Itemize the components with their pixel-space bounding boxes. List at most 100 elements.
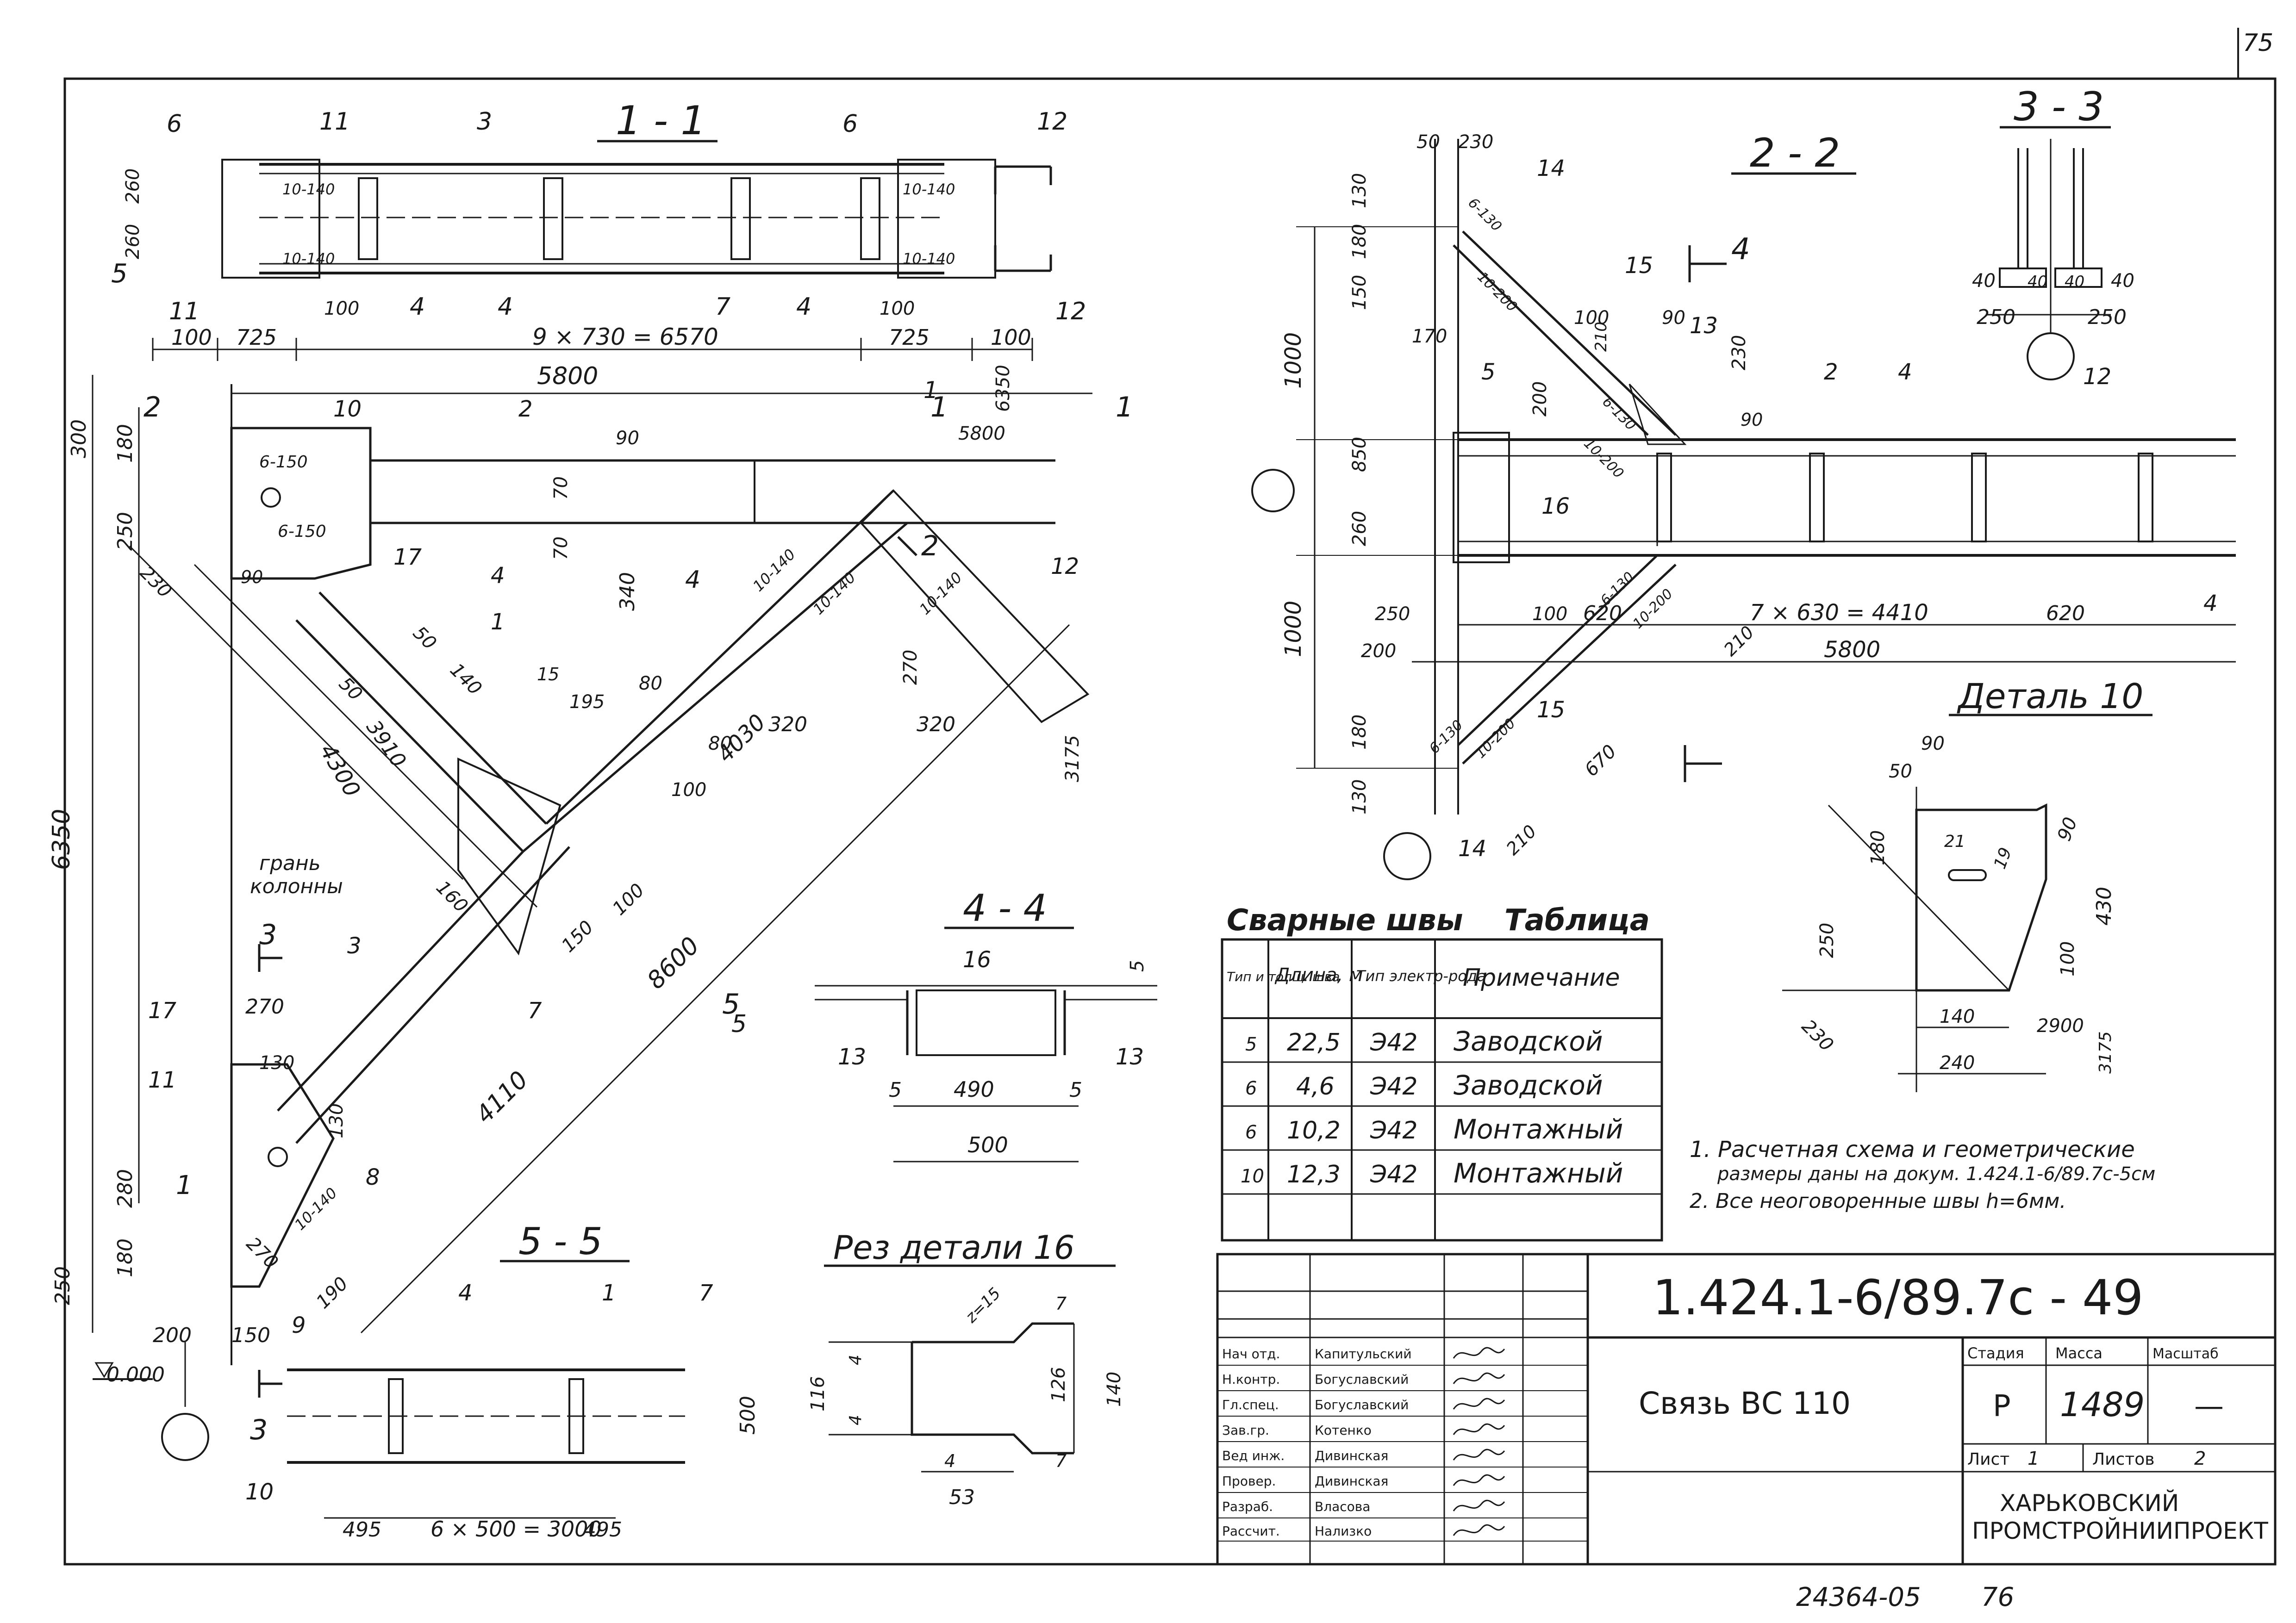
dimension: 180 [113, 424, 137, 463]
weld-type: 6 [1245, 1122, 1257, 1143]
part-mark: 13 [1116, 1044, 1144, 1070]
dimension: 4 [944, 1451, 955, 1471]
cut-detail-16-title: Рез детали 16 [833, 1229, 1074, 1267]
weld-label: 6-150 [278, 522, 326, 541]
dimension: 195 [569, 691, 605, 713]
note-line: 2. Все неоговоренные швы h=6мм. [1690, 1189, 2066, 1213]
dimension: 200 [153, 1324, 192, 1347]
weld-type: 5 [1245, 1034, 1257, 1055]
dimension: 5800 [537, 362, 598, 390]
dimension: 2900 [2037, 1015, 2084, 1037]
staff-role: Н.контр. [1222, 1372, 1280, 1387]
dimension: 500 [736, 1396, 760, 1435]
weld-electrode: Э42 [1370, 1029, 1417, 1057]
dimension: 340 [616, 572, 639, 611]
staff-role: Разраб. [1222, 1499, 1273, 1514]
staff-name: Богуславский [1315, 1397, 1409, 1412]
staff-name: Богуславский [1315, 1372, 1409, 1387]
dimension: 150 [231, 1324, 270, 1347]
dimension: 9 × 730 = 6570 [532, 323, 718, 350]
dimension: 5 [1069, 1078, 1082, 1102]
dimension: 250 [2088, 305, 2127, 329]
dimension: 7 [1055, 1293, 1067, 1314]
section-mark: 2 [144, 391, 161, 423]
staff-role: Зав.гр. [1222, 1423, 1269, 1438]
scale-label: Масштаб [2152, 1346, 2219, 1362]
dimension: 180 [113, 1238, 137, 1277]
dimension: 250 [51, 1266, 75, 1305]
note-line: размеры даны на докум. 1.424.1-6/89.7с-5… [1717, 1163, 2155, 1185]
weld-label: 10-140 [903, 180, 955, 198]
staff-name: Дивинская [1315, 1448, 1388, 1463]
table-header: Тип и толщ. шва [1227, 969, 1340, 984]
dimension: 250 [113, 512, 137, 551]
part-mark: 6 [167, 110, 182, 138]
organization-line: ПРОМСТРОЙНИИПРОЕКТ [1972, 1517, 2268, 1544]
weld-note: Заводской [1454, 1026, 1603, 1057]
page-number: 75 [2243, 29, 2273, 57]
dimension: 1000 [1280, 601, 1306, 657]
section-mark: 1 [1116, 391, 1133, 423]
dimension: 495 [583, 1518, 622, 1542]
dimension: 40 [2028, 273, 2047, 291]
part-mark: 4 [410, 293, 425, 321]
part-mark: 16 [963, 947, 991, 973]
section-5-5: 5 - 5 [287, 1220, 685, 1519]
dimension: 150 [1349, 275, 1370, 310]
weld-electrode: Э42 [1370, 1161, 1417, 1188]
part-mark: 4 [796, 293, 811, 321]
weld-note: Монтажный [1454, 1157, 1623, 1189]
dimension: 270 [900, 650, 921, 685]
dimension: 80 [639, 673, 662, 694]
part-mark: 5 [1481, 359, 1496, 385]
dimension: 240 [1940, 1052, 1975, 1074]
dimension: 320 [768, 713, 807, 736]
section-3-3-labels: 40 40 40 40 250 250 [1972, 270, 2134, 329]
column-face-note: грань [259, 852, 321, 875]
dimension: 180 [1867, 830, 1889, 865]
part-mark: 11 [319, 108, 350, 136]
weld-length: 22,5 [1287, 1029, 1341, 1057]
signature-marks [1453, 1347, 1505, 1536]
table-header: Длина, м [1274, 964, 1363, 986]
dimension: 80 [708, 733, 732, 754]
part-mark: 11 [148, 1067, 176, 1093]
part-mark: 13 [1690, 313, 1718, 339]
stage-label: Стадия [1967, 1344, 2024, 1362]
dimension: 250 [1816, 923, 1838, 958]
part-mark: 7 [528, 998, 542, 1024]
dimension: 4 [846, 1415, 865, 1425]
document-code: 1.424.1-6/89.7с - 49 [1653, 1269, 2143, 1326]
part-mark: 4 [458, 1280, 473, 1306]
dimension: 3175 [1062, 735, 1083, 782]
part-mark: 16 [1541, 493, 1570, 519]
part-mark: 10 [245, 1479, 274, 1505]
part-mark: 12 [2083, 364, 2111, 390]
dimension: 725 [236, 325, 277, 350]
stage-value: Р [1993, 1389, 2011, 1424]
title-block: 1.424.1-6/89.7с - 49 Связь ВС 110 Стадия… [1216, 1253, 2277, 1566]
weld-label: 10-140 [282, 250, 335, 267]
part-mark: 6 [842, 110, 858, 138]
dimension: 140 [1940, 1006, 1975, 1027]
section-5-5-title: 5 - 5 [518, 1220, 603, 1263]
section-mark: 3 [259, 919, 277, 951]
dimension: 116 [807, 1376, 829, 1412]
dimension: 620 [2046, 602, 2085, 625]
part-mark: 9 [292, 1312, 306, 1338]
dimension: 130 [326, 1103, 347, 1138]
part-mark: 17 [393, 544, 422, 570]
dimension: 90 [1662, 307, 1685, 329]
part-mark: 14 [1458, 836, 1486, 862]
staff-role: Рассчит. [1222, 1524, 1280, 1539]
dimension: 180 [1349, 715, 1370, 750]
part-mark: 12 [1055, 298, 1086, 325]
dimension: 5 [889, 1078, 902, 1102]
weld-label: 10-140 [282, 180, 335, 198]
dimension: 230 [1728, 335, 1750, 370]
dimension: 100 [671, 779, 706, 801]
drawing-frame [63, 28, 2277, 1566]
staff-role: Вед инж. [1222, 1448, 1285, 1463]
part-mark: 4 [1898, 359, 1912, 385]
